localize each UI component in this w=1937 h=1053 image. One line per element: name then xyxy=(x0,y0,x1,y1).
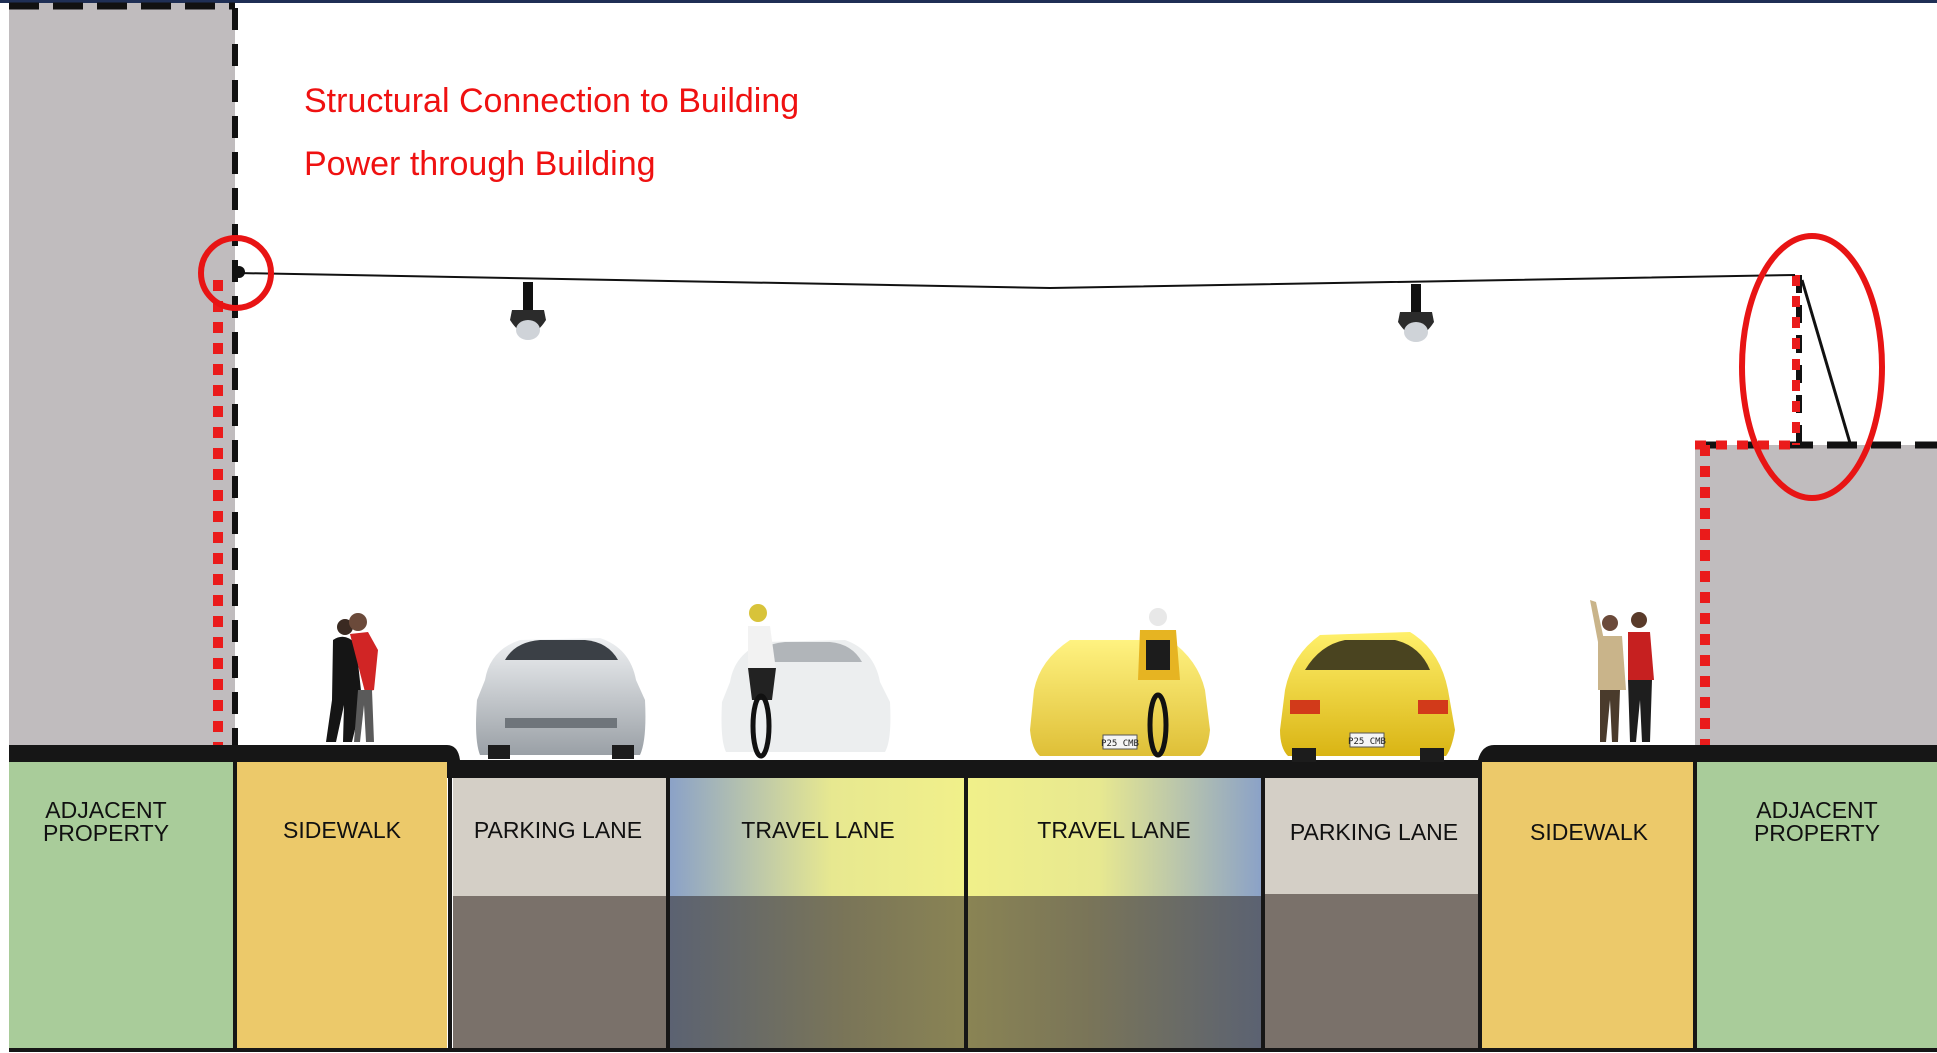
overhead-cable xyxy=(237,272,1796,290)
pendant-light xyxy=(510,282,546,340)
segment-label-parking-left: PARKING LANE xyxy=(474,817,642,843)
pendant-light xyxy=(1398,284,1434,342)
top-border xyxy=(0,0,1937,3)
license-plate: P25 CMB xyxy=(1348,737,1386,747)
mast-brace xyxy=(1800,279,1852,444)
segment-travel-left-bottom xyxy=(668,896,966,1050)
segment-label-travel-right: TRAVEL LANE xyxy=(1037,817,1190,843)
taxi: P25 CMB xyxy=(1280,632,1455,762)
cable-anchor-point xyxy=(233,266,245,278)
segment-label-sidewalk-right: SIDEWALK xyxy=(1530,819,1649,845)
left-building xyxy=(9,3,235,745)
segment-adjacent-property-left xyxy=(9,762,235,1050)
structural-connection-highlight xyxy=(198,235,274,311)
right-building xyxy=(1695,445,1937,745)
segment-label-sidewalk-left: SIDEWALK xyxy=(283,817,402,843)
segment-parking-left-bottom xyxy=(453,896,668,1050)
segment-travel-right-top xyxy=(966,778,1263,896)
pedestrian-couple xyxy=(1590,600,1654,742)
pedestrian-couple xyxy=(326,613,378,742)
segment-sidewalk-right xyxy=(1480,762,1695,1050)
annotation-structural-connection: Structural Connection to Building xyxy=(304,82,799,120)
cyclist-and-faded-car xyxy=(721,604,891,759)
ground-profile xyxy=(9,745,1937,778)
license-plate: P25 CMB xyxy=(1101,739,1139,749)
segment-travel-right-bottom xyxy=(966,896,1263,1050)
segment-dividers xyxy=(9,762,1937,1052)
segment-parking-left-top xyxy=(453,778,668,896)
segment-travel-left-top xyxy=(668,778,966,896)
silver-car xyxy=(476,638,646,759)
segment-parking-right-bottom xyxy=(1263,894,1480,1050)
mast-connection-highlight xyxy=(1739,233,1885,501)
segment-label-travel-left: TRAVEL LANE xyxy=(741,817,894,843)
annotation-power-through-building: Power through Building xyxy=(304,145,656,183)
cyclist-and-taxi: P25 CMB xyxy=(1030,608,1210,758)
segment-sidewalk-left xyxy=(235,762,447,1050)
segment-label-parking-right: PARKING LANE xyxy=(1290,819,1458,845)
segment-adjacent-property-right xyxy=(1695,762,1937,1050)
segment-parking-right-top xyxy=(1263,778,1480,894)
